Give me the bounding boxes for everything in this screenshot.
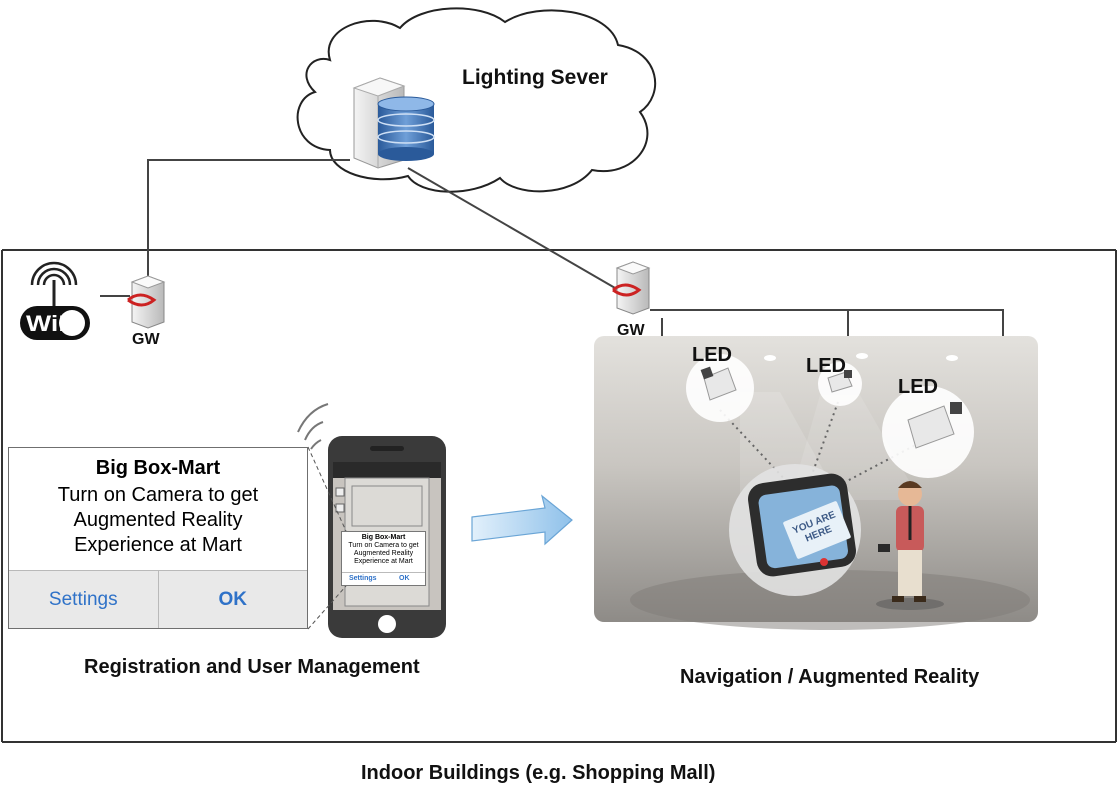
settings-button[interactable]: Settings — [48, 588, 118, 610]
gateway-icon-left — [127, 275, 166, 329]
building-boundary — [1, 249, 1117, 743]
led-lamp-icon-2 — [818, 362, 862, 406]
phone-screen-dialog: Big Box-Mart Turn on Camera to get Augme… — [341, 531, 426, 586]
registration-caption: Registration and User Management — [84, 656, 420, 678]
mini-dialog-line-1: Turn on Camera to get — [348, 542, 419, 549]
zoom-leader-lines — [307, 446, 347, 630]
mini-dialog-line-2: Augmented Reality — [353, 550, 414, 557]
dialog-message-line-1: Turn on Camera to get — [57, 484, 259, 506]
ok-button[interactable]: OK — [157, 571, 308, 628]
dialog-message-line-2: Augmented Reality — [73, 509, 243, 531]
building-caption: Indoor Buildings (e.g. Shopping Mall) — [361, 762, 716, 784]
ar-permission-dialog: Big Box-Mart Turn on Camera to get Augme… — [8, 447, 308, 629]
mini-settings-button[interactable]: Settings — [348, 575, 377, 582]
mini-ok-button[interactable]: OK — [399, 575, 410, 582]
mini-dialog-line-3: Experience at Mart — [354, 558, 413, 565]
phone-icon — [297, 403, 446, 638]
cloud-icon — [296, 7, 657, 193]
mini-dialog-title: Big Box-Mart — [361, 534, 406, 541]
led-label-3: LED — [898, 376, 938, 398]
led-label-1: LED — [692, 344, 732, 366]
gateway-left-label: GW — [132, 331, 160, 348]
wifi-text: WiFi — [26, 311, 82, 336]
database-icon — [377, 96, 435, 161]
dialog-title: Big Box-Mart — [95, 457, 221, 479]
arrow-right-icon — [471, 494, 573, 546]
gateway-icon-right — [612, 261, 651, 315]
dialog-message-line-3: Experience at Mart — [74, 534, 242, 556]
led-lamp-icon-3 — [882, 386, 974, 478]
wifi-icon: WiFi — [20, 261, 90, 340]
led-lamp-icon-1 — [686, 354, 754, 422]
server-label: Lighting Sever — [462, 66, 608, 89]
navigation-caption: Navigation / Augmented Reality — [680, 666, 980, 688]
person-icon — [876, 481, 944, 610]
led-label-2: LED — [806, 355, 846, 377]
gateway-right-label: GW — [617, 322, 645, 339]
